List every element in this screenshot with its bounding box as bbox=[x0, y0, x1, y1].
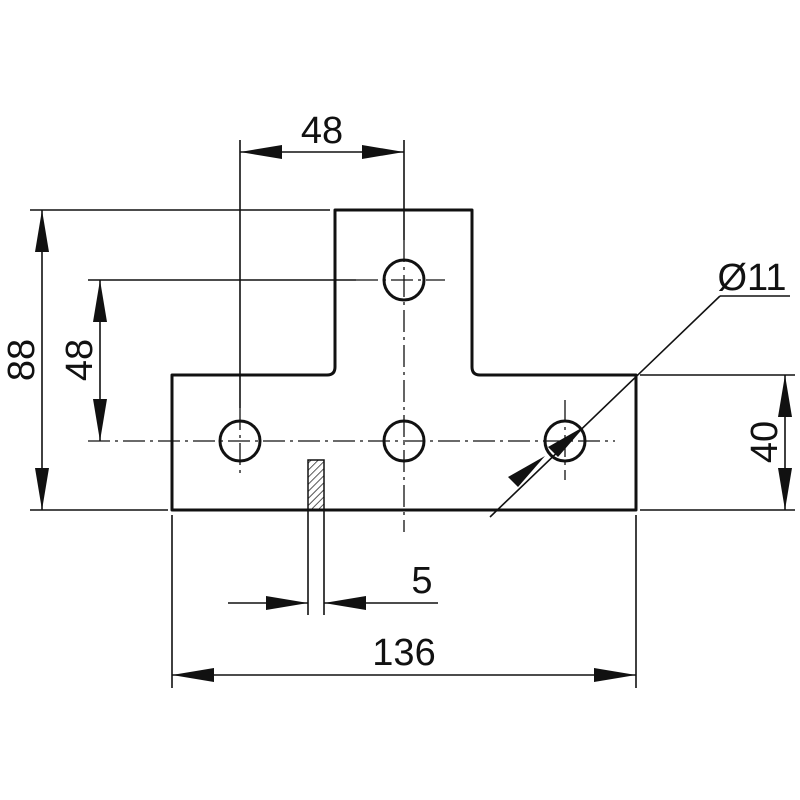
dim-overall-height-label: 88 bbox=[1, 339, 43, 381]
extension-lines bbox=[30, 140, 795, 688]
dim-hole-vertical-spacing: 48 bbox=[59, 280, 107, 441]
center-lines bbox=[88, 240, 615, 532]
dim-overall-width-label: 136 bbox=[372, 632, 435, 674]
dim-top-hole-spacing: 48 bbox=[240, 110, 404, 159]
dim-overall-height: 88 bbox=[1, 210, 49, 510]
part-outline bbox=[170, 208, 638, 512]
dim-hole-vertical-spacing-label: 48 bbox=[59, 339, 101, 381]
dim-hole-diameter: Ø11 bbox=[489, 257, 790, 518]
dim-slot-width: 5 bbox=[228, 560, 438, 610]
dim-slot-width-label: 5 bbox=[411, 560, 432, 602]
dim-top-hole-spacing-label: 48 bbox=[301, 110, 343, 152]
dim-hole-diameter-label: Ø11 bbox=[717, 257, 786, 299]
dim-base-height: 40 bbox=[744, 375, 792, 510]
dim-overall-width: 136 bbox=[172, 632, 636, 682]
slot-section-hatch bbox=[307, 459, 325, 511]
dim-base-height-label: 40 bbox=[744, 421, 786, 463]
